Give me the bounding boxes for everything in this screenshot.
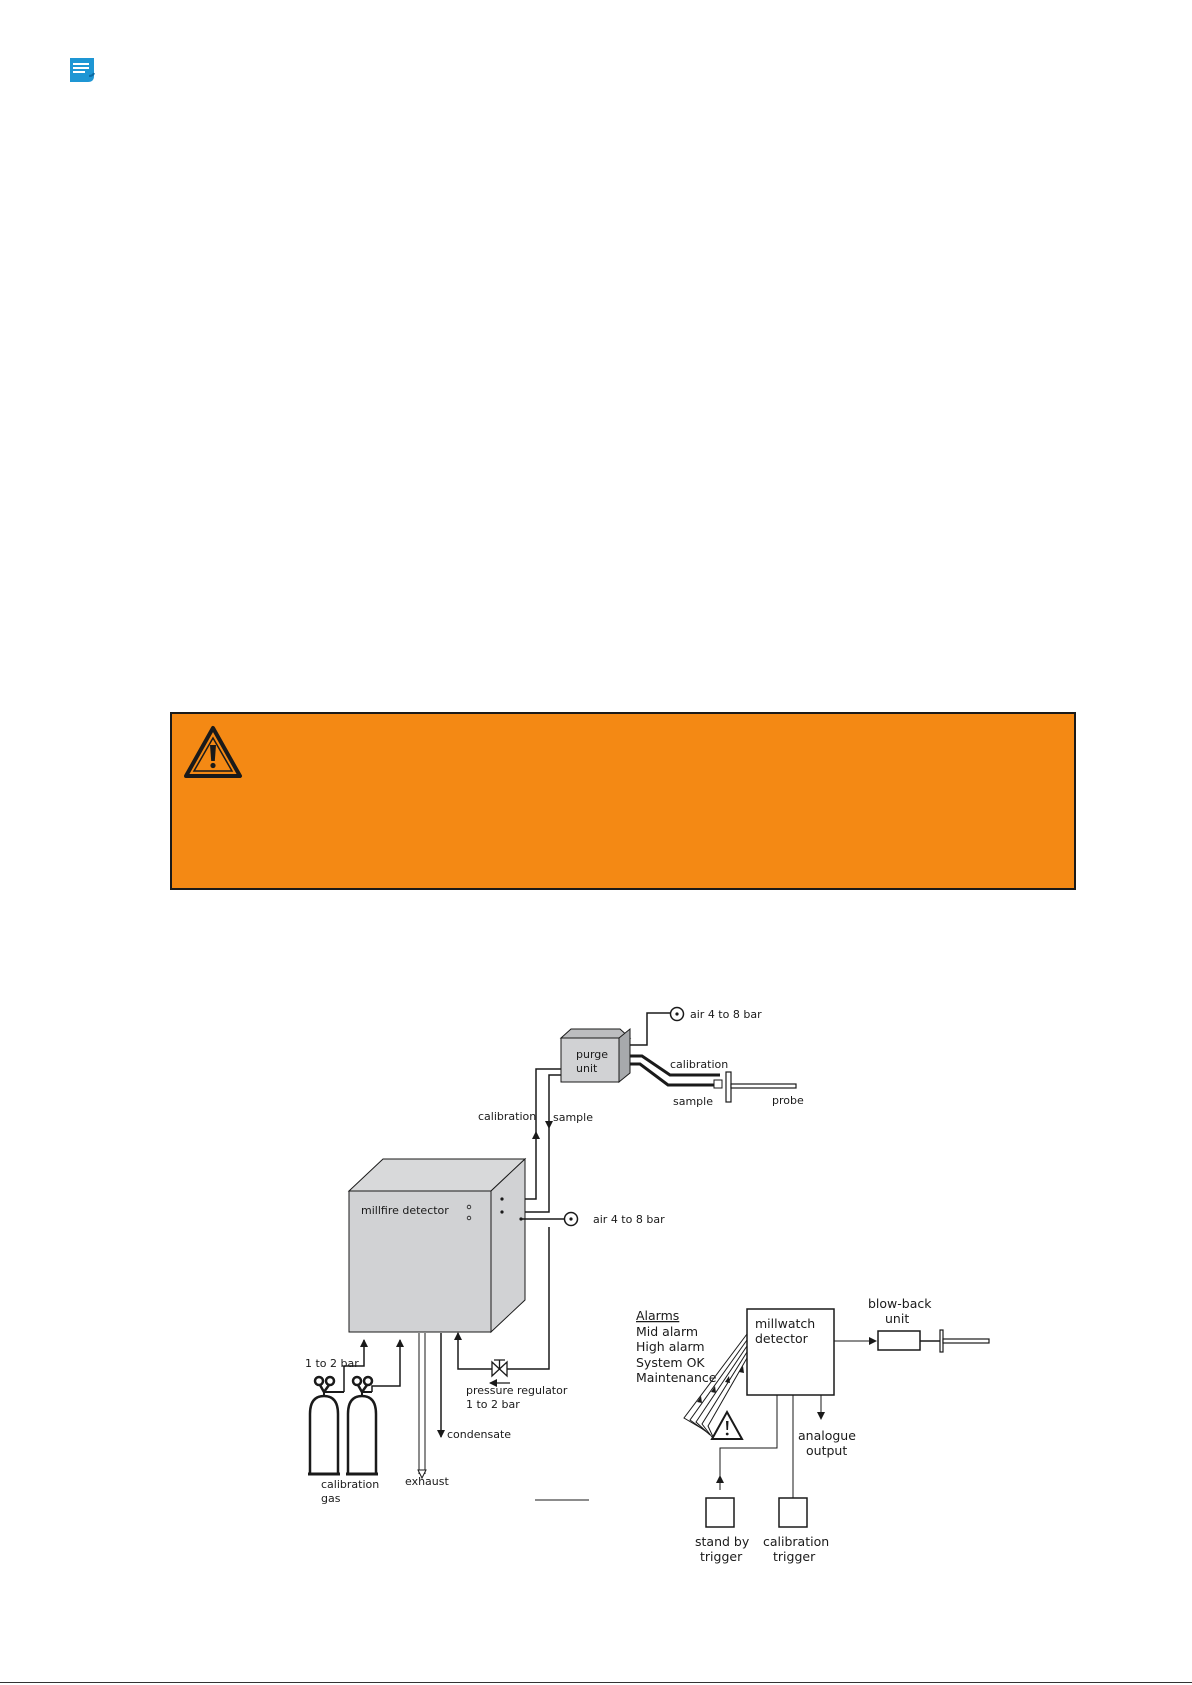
calibration-vertical-label: calibration [478,1110,536,1123]
millwatch-warning-icon [710,1409,744,1440]
exhaust-label: exhaust [405,1475,449,1488]
purge-unit-label-1: purge [576,1048,608,1061]
brand-logo-icon [70,58,95,82]
millwatch-detector-label-2: detector [755,1331,809,1346]
air-supply-detector: air 4 to 8 bar [521,1211,665,1227]
stand-by-trigger-label-1: stand by [695,1534,750,1549]
air-supply-detector-label: air 4 to 8 bar [593,1213,665,1226]
alarms-list: Alarms Mid alarm High alarm System OK Ma… [636,1308,717,1385]
pressure-regulator-label-1: pressure regulator [466,1384,568,1397]
calibration-gas-label-2: gas [321,1492,341,1505]
probe-label: probe [772,1094,804,1107]
bottom-outlets: condensate exhaust [405,1333,511,1488]
alarm-item-mid: Mid alarm [636,1324,698,1339]
pressure-regulator: pressure regulator 1 to 2 bar [454,1227,568,1411]
page-bottom-rule [0,1682,1192,1683]
alarm-item-maintenance: Maintenance [636,1370,717,1385]
blow-back-unit-label-1: blow-back [868,1296,932,1311]
calibration-trigger: calibration trigger [763,1395,829,1564]
condensate-label: condensate [447,1428,511,1441]
analogue-output: analogue output [798,1395,856,1458]
calibration-trigger-label-2: trigger [773,1549,816,1564]
stand-by-trigger: stand by trigger [695,1395,778,1564]
stand-by-trigger-label-2: trigger [700,1549,743,1564]
purge-unit-label-2: unit [576,1062,598,1075]
purge-unit: purge unit [559,1027,632,1084]
alarm-item-system-ok: System OK [636,1355,705,1370]
calibration-probe-label: calibration [670,1058,728,1071]
calibration-trigger-label-1: calibration [763,1534,829,1549]
calibration-gas-label-1: calibration [321,1478,379,1491]
pressure-bar-label: 1 to 2 bar [305,1357,359,1370]
analogue-output-label-2: output [806,1443,847,1458]
gas-bottle-2 [346,1375,378,1476]
alarms-heading: Alarms [636,1308,679,1323]
blow-back-unit: blow-back unit [834,1296,990,1353]
air-supply-top-label: air 4 to 8 bar [690,1008,762,1021]
analogue-output-label-1: analogue [798,1428,856,1443]
probe-lines: calibration sample probe [630,1054,804,1108]
millfire-detector: millfire detector [347,1157,527,1334]
millwatch-detector-label-1: millwatch [755,1316,815,1331]
warning-triangle-icon [184,726,242,778]
blow-back-unit-label-2: unit [885,1311,909,1326]
warning-box [170,712,1076,890]
alarm-wires [683,1333,748,1440]
millwatch-detector: millwatch detector [746,1308,835,1396]
alarm-item-high: High alarm [636,1339,705,1354]
pressure-regulator-label-2: 1 to 2 bar [466,1398,520,1411]
sample-vertical-label: sample [553,1111,593,1124]
air-supply-top: air 4 to 8 bar [630,1006,762,1046]
gas-bottle-1 [308,1375,344,1476]
millfire-detector-label: millfire detector [361,1204,449,1217]
sample-probe-label: sample [673,1095,713,1108]
calibration-gas-bottles: 1 to 2 bar calibration gas [305,1339,404,1505]
